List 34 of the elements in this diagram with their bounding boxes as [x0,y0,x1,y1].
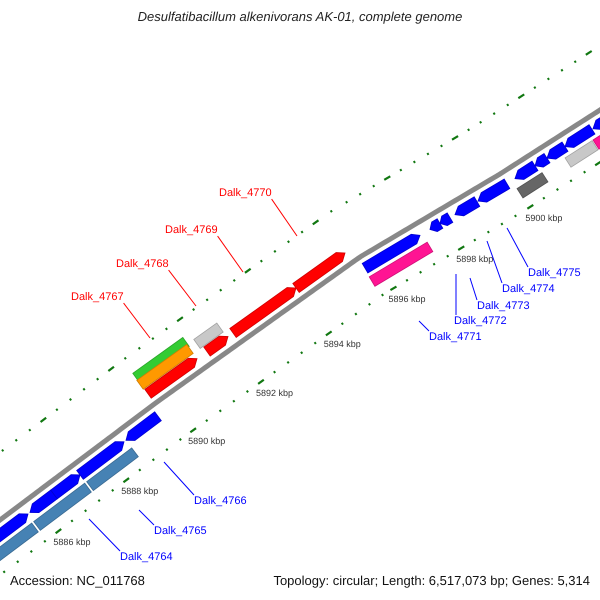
scale-label: 5890 kbp [188,437,226,448]
leader-line [271,198,298,236]
scale-label: 5898 kbp [456,255,494,266]
leader-line [470,278,478,300]
leader-line [88,518,120,552]
accession-text: Accession: NC_011768 [10,574,145,588]
leader-line [506,228,528,268]
scale-label: 5892 kbp [256,388,294,399]
gene-label: Dalk_4773 [477,300,530,312]
gene-label: Dalk_4767 [71,291,124,304]
gene-label: Dalk_4770 [219,187,272,200]
gene-label: Dalk_4768 [116,258,169,270]
scale-label: 5896 kbp [388,295,426,306]
gene-label: Dalk_4769 [165,224,218,236]
leader-line [123,302,150,338]
gene-label: Dalk_4765 [154,525,207,538]
leader-line [418,320,430,332]
scale-label: 5894 kbp [324,340,361,350]
gene-label: Dalk_4766 [194,495,247,508]
leader-line [138,510,154,526]
gene-label: Dalk_4764 [120,551,173,564]
leader-line [168,270,196,306]
scale-label: 5886 kbp [53,538,90,548]
genome-summary-text: Topology: circular; Length: 6,517,073 bp; Genes: 5,314 [273,574,590,588]
scale-label: 5900 kbp [525,214,562,224]
leader-line [164,462,194,496]
title: Desulfatibacillum alkenivorans AK-01, complete genome [136,10,464,24]
leader-line [217,236,244,272]
gene-label: Dalk_4771 [429,331,482,344]
gene-label: Dalk_4774 [502,283,555,296]
gene-label: Dalk_4775 [528,267,581,280]
leader-line [486,240,502,284]
scale-label: 5888 kbp [121,487,158,498]
gene-label: Dalk_4772 [454,315,507,328]
